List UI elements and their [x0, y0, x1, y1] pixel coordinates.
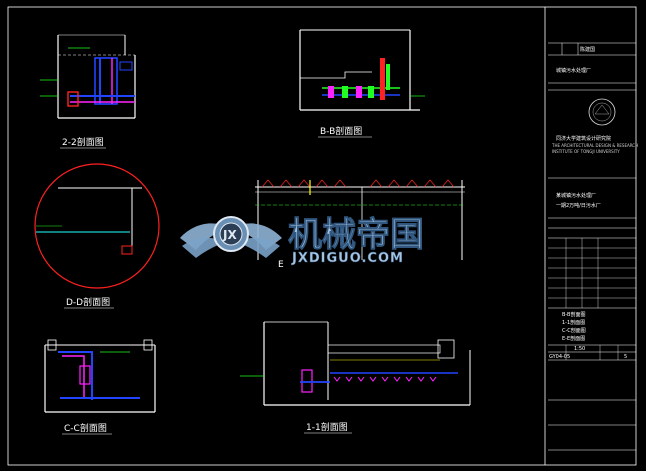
watermark-name: 机械帝国	[288, 215, 424, 255]
tb-org-cn: 同济大学建筑设计研究院	[556, 135, 611, 142]
tb-org-en2: INSTITUTE OF TONGJI UNIVERSITY	[552, 149, 620, 154]
section-d-d	[34, 163, 160, 289]
tb-org-en1: THE ARCHITECTURAL DESIGN & RESEARCH	[551, 143, 638, 148]
title-block	[548, 42, 636, 451]
label-b-b: B-B剖面图	[320, 125, 362, 137]
section-c-c	[44, 339, 156, 413]
label-2-2: 2-2剖面图	[62, 136, 104, 148]
watermark-domain: JXDIGUO.COM	[291, 251, 404, 266]
tb-designer: 陈建国	[580, 46, 595, 53]
tb-scale: 1:50	[574, 346, 585, 352]
watermark-emblem: JX	[222, 228, 237, 242]
watermark: JX 机械帝国 JXDIGUO.COM	[180, 215, 424, 266]
detail-circle	[34, 163, 160, 289]
tb-list-4: E-E剖面图	[562, 335, 585, 342]
tb-list-1: B-B剖面图	[562, 311, 586, 318]
sheet-border	[7, 6, 637, 466]
section-e-e	[255, 179, 465, 260]
tb-project: 城镇污水处理厂	[556, 67, 591, 74]
tb-drawing-no: GY04-05	[549, 354, 570, 360]
section-2-2	[40, 34, 136, 119]
tb-list-3: C-C剖面图	[562, 327, 586, 334]
tb-sheet-title1: 某城镇污水处理厂	[556, 192, 596, 199]
label-c-c: C-C剖面图	[64, 422, 107, 434]
tb-list-2: 1-1剖面图	[562, 319, 585, 326]
section-1-1	[240, 321, 471, 406]
tb-sheet-title2: 一期2万吨/日污水厂	[556, 202, 601, 209]
tb-sheet-no: 5	[624, 354, 627, 360]
section-b-b	[299, 29, 425, 111]
label-1-1: 1-1剖面图	[306, 421, 348, 433]
label-d-d: D-D剖面图	[66, 296, 110, 308]
institute-seal	[588, 98, 616, 126]
label-e-prefix: E	[278, 260, 284, 270]
